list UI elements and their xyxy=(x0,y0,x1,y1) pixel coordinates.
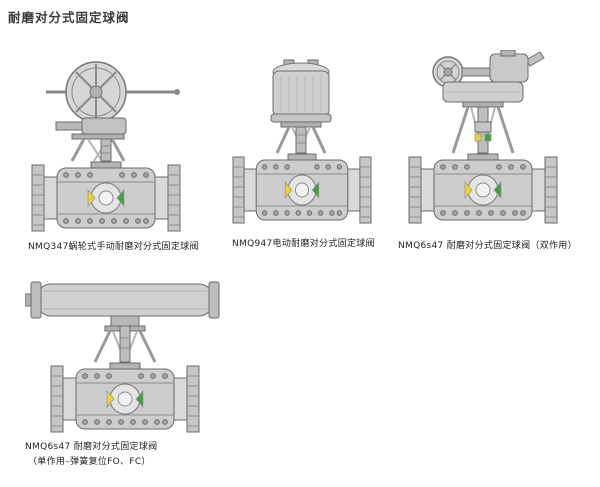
valve-figure-nmq6s47-single: NMQ6s47 耐磨对分式固定球阀 （单作用–弹簧复位FO、FC） xyxy=(25,276,235,467)
yoke xyxy=(70,133,126,162)
figure-caption: NMQ947电动耐磨对分式固定球阀 xyxy=(232,239,375,249)
yoke xyxy=(275,121,327,154)
figure-caption-line1: NMQ6s47 耐磨对分式固定球阀 xyxy=(25,442,158,452)
actuator-with-override-handwheel xyxy=(432,50,545,103)
figure-caption: NMQ347蜗轮式手动耐磨对分式固定球阀 xyxy=(28,242,199,252)
figure-caption: NMQ6s47 耐磨对分式固定球阀 （单作用–弹簧复位FO、FC） xyxy=(25,439,235,467)
electric-actuator xyxy=(270,59,332,123)
valve-figure-nmq347: NMQ347蜗轮式手动耐磨对分式固定球阀 xyxy=(28,50,223,252)
handwheel-operator xyxy=(46,61,180,135)
nmq6s47-single-drawing xyxy=(25,281,220,433)
figure-caption-line2: （单作用–弹簧复位FO、FC） xyxy=(28,457,151,467)
nmq947-drawing xyxy=(232,59,372,224)
nmq6s47-double-drawing xyxy=(408,50,558,224)
page-title: 耐磨对分式固定球阀 xyxy=(8,10,130,25)
yoke xyxy=(451,101,515,154)
horizontal-cylinder-actuator xyxy=(25,281,220,327)
nmq347-drawing xyxy=(31,61,181,232)
valve-figure-nmq6s47-double: NMQ6s47 耐磨对分式固定球阀（双作用） xyxy=(398,50,583,251)
valve-figure-nmq947: NMQ947电动耐磨对分式固定球阀 xyxy=(232,58,392,249)
figure-caption: NMQ6s47 耐磨对分式固定球阀（双作用） xyxy=(398,241,577,251)
yoke xyxy=(93,325,157,363)
